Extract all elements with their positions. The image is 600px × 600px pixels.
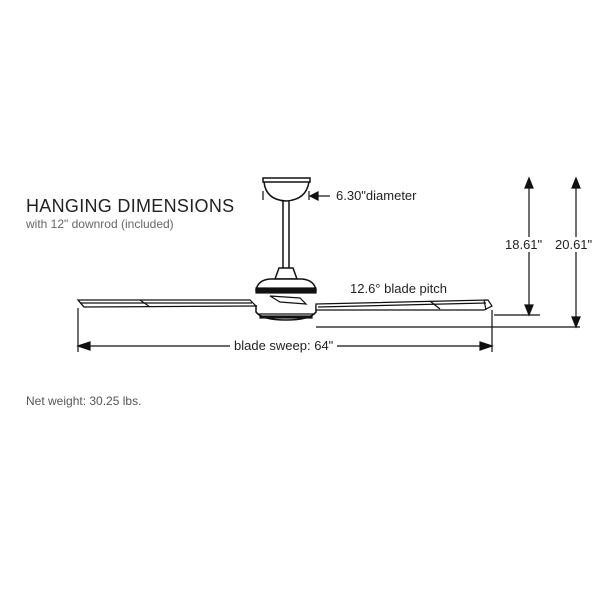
blade-pitch-label: 12.6° blade pitch: [350, 281, 447, 296]
diagram-title: HANGING DIMENSIONS: [26, 196, 235, 216]
blade-sweep-label: blade sweep: 64": [230, 338, 338, 353]
height-20-label: 20.61": [555, 237, 593, 252]
net-weight-label: Net weight: 30.25 lbs.: [26, 394, 142, 408]
downrod: [282, 201, 290, 268]
canopy: [262, 177, 311, 202]
height-18-label: 18.61": [505, 237, 543, 252]
canopy-diameter-label: 6.30"diameter: [336, 188, 417, 203]
diagram-subtitle: with 12" downrod (included): [26, 217, 174, 231]
fan-blades: [76, 295, 493, 311]
motor-housing: [255, 278, 317, 321]
